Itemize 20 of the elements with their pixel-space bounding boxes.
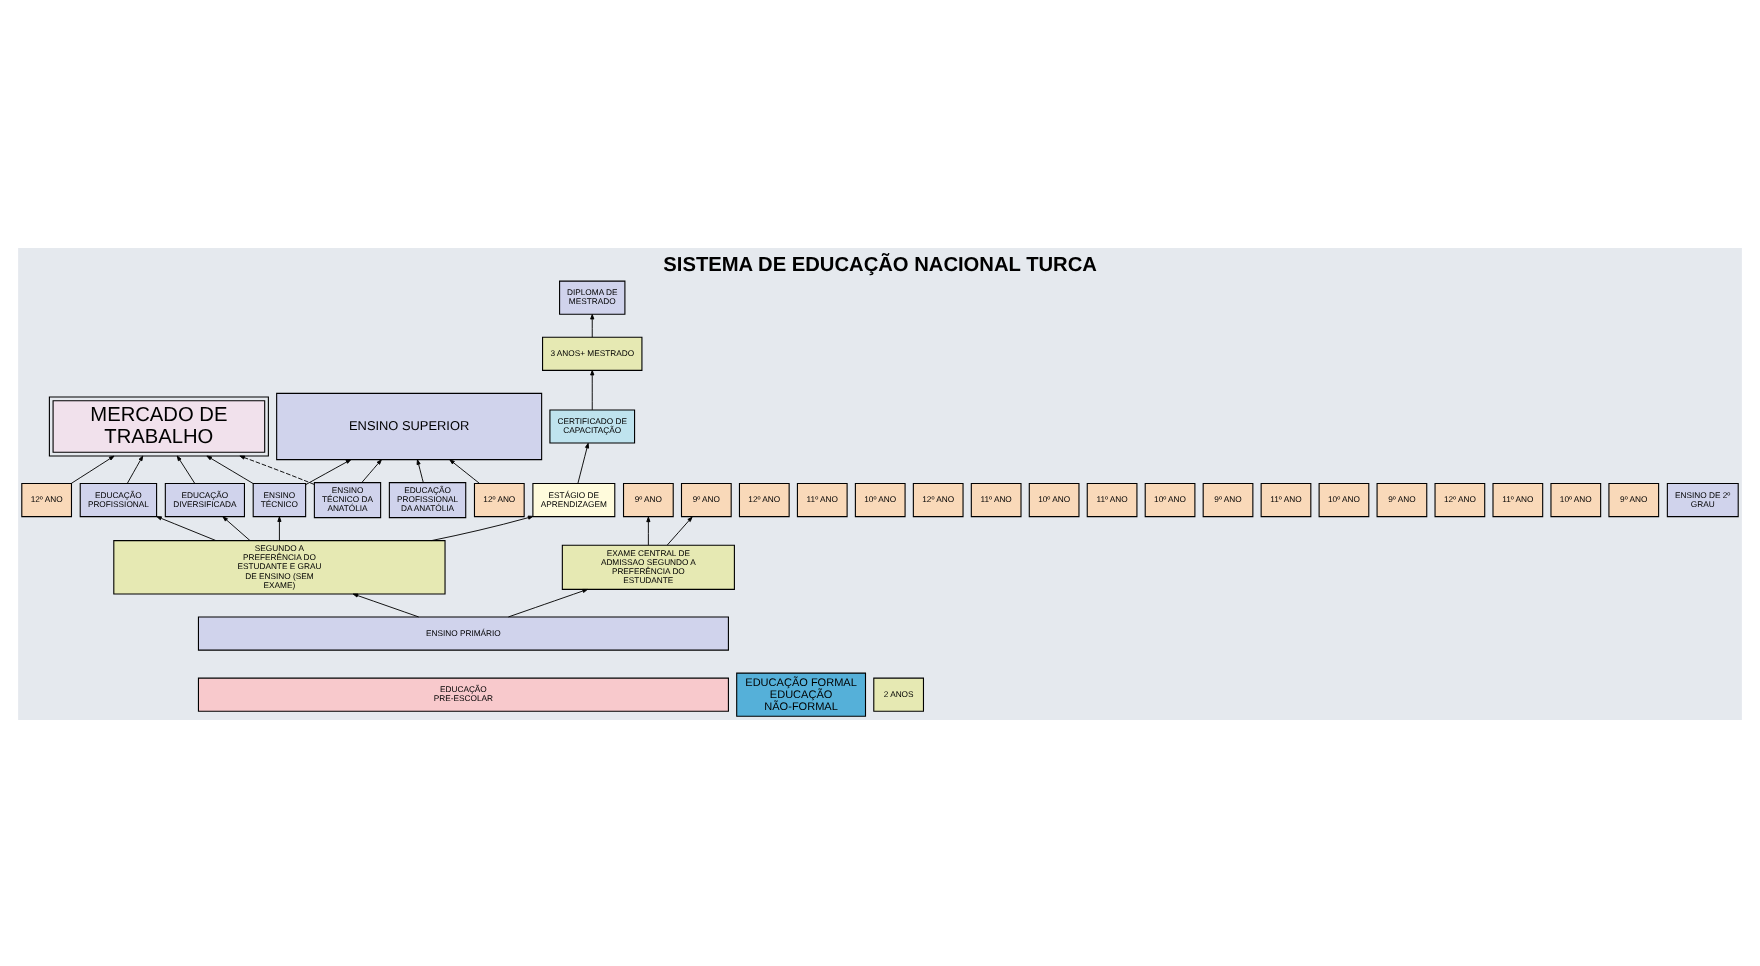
arrow xyxy=(449,458,480,483)
arrow xyxy=(305,458,352,485)
arrow xyxy=(156,515,217,540)
arrow xyxy=(646,515,651,545)
arrow xyxy=(590,368,595,410)
arrow xyxy=(666,515,693,545)
arrow xyxy=(277,515,282,540)
diagram-title: SISTEMA DE EDUCAÇÃO NACIONAL TURCA xyxy=(663,253,1097,276)
arrow xyxy=(577,441,590,483)
arrow xyxy=(431,514,534,541)
arrow xyxy=(222,515,251,540)
arrow xyxy=(508,587,588,617)
arrow xyxy=(361,458,382,482)
arrow xyxy=(70,454,115,483)
arrow xyxy=(206,454,254,483)
arrow xyxy=(126,454,144,483)
arrow xyxy=(176,454,196,483)
arrow xyxy=(239,454,315,484)
arrow xyxy=(590,313,595,337)
arrow xyxy=(416,458,424,482)
